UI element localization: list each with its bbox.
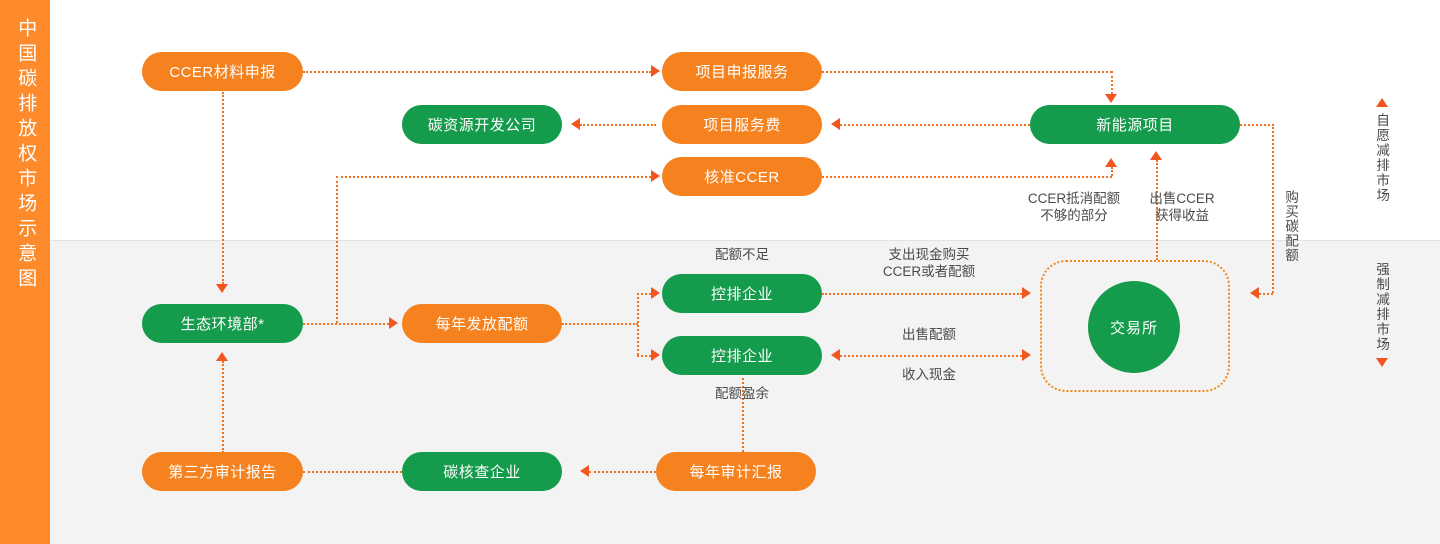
exchange-frame [1040, 260, 1230, 392]
edge-label-quota-shortage: 配额不足 [715, 247, 769, 262]
edge-label-line2: 获得收益 [1155, 208, 1209, 223]
edge-annual-audit-to-verification [589, 471, 656, 473]
arrowhead-approve-ccer [651, 170, 660, 182]
node-label: 第三方审计报告 [168, 464, 277, 481]
arrowhead-mee-bottom [216, 352, 228, 361]
mandatory-market-down-arrow [1376, 358, 1388, 367]
node-label: 每年审计汇报 [689, 464, 783, 481]
node-label: 控排企业 [710, 286, 773, 303]
node-label: 新能源项目 [1096, 117, 1174, 134]
edge-label-sell-quota: 出售配额 [902, 327, 956, 342]
edge-label-line2: 不够的部分 [1040, 208, 1108, 223]
arrowhead-new-energy-sell-ccer [1150, 151, 1162, 160]
edge-audit-report-to-verification [303, 471, 402, 473]
arrowhead-exchange-buy-quota [1250, 287, 1259, 299]
node-carbon-verification-company[interactable]: 碳核查企业 [402, 452, 562, 491]
mandatory-market-label: 强制减排市场 [1374, 262, 1390, 352]
node-label: 交易所 [1109, 319, 1158, 337]
arrowhead-carbon-dev [571, 118, 580, 130]
edge-annual-quota-to-ce2 [637, 355, 651, 357]
edge-label-buy-carbon-quota: 购买碳配额 [1283, 190, 1299, 263]
node-controlled-enterprise-1[interactable]: 控排企业 [662, 274, 822, 313]
page-title: 中国碳排放权市场示意图 [15, 18, 37, 293]
edge-label-income-cash: 收入现金 [902, 367, 956, 382]
arrowhead-ce1 [651, 287, 660, 299]
edge-ce1-to-exchange [822, 293, 1022, 295]
node-approve-ccer[interactable]: 核准CCER [662, 157, 822, 196]
node-annual-audit-report[interactable]: 每年审计汇报 [656, 452, 816, 491]
node-ccer-material[interactable]: CCER材料申报 [142, 52, 303, 91]
node-label: 项目服务费 [703, 117, 781, 134]
edge-apply-service-to-new-energy-h [822, 71, 1112, 73]
voluntary-market-up-arrow [1376, 98, 1388, 107]
node-label: 控排企业 [710, 348, 773, 365]
node-label: 核准CCER [704, 169, 780, 186]
arrowhead-new-energy-ccer-offset [1105, 158, 1117, 167]
edge-approve-ccer-to-new-energy-v [1111, 167, 1113, 176]
arrowhead-exchange-from-ce2 [1022, 349, 1031, 361]
node-label: 碳资源开发公司 [427, 117, 537, 134]
node-carbon-dev-company[interactable]: 碳资源开发公司 [402, 105, 562, 144]
title-rail: 中国碳排放权市场示意图 [0, 0, 50, 544]
edge-new-energy-to-service-fee [840, 124, 1030, 126]
edge-label-line2: CCER或者配额 [882, 264, 976, 279]
edge-label-sell-ccer: 出售CCER 获得收益 [1136, 190, 1228, 224]
edge-label-quota-surplus: 配额盈余 [715, 386, 769, 401]
edge-annual-quota-to-ce1 [637, 293, 651, 295]
edge-audit-report-to-mee-v [222, 361, 224, 453]
arrowhead-ce2 [651, 349, 660, 361]
arrowhead-annual-quota [389, 317, 398, 329]
arrowhead-mee-top [216, 284, 228, 293]
edge-new-energy-buy-quota-v [1272, 124, 1274, 293]
voluntary-market-label: 自愿减排市场 [1374, 113, 1390, 203]
node-label: CCER材料申报 [169, 64, 276, 81]
edge-rail-vertical-mid [336, 176, 338, 323]
edge-new-energy-buy-quota-h [1240, 124, 1274, 126]
arrowhead-verification-company [580, 465, 589, 477]
edge-ce2-to-annual-audit [742, 373, 744, 452]
node-mee[interactable]: 生态环境部* [142, 304, 303, 343]
edge-rail-to-approve-ccer [336, 176, 651, 178]
node-new-energy-project[interactable]: 新能源项目 [1030, 105, 1240, 144]
edge-mee-to-annual-quota [303, 323, 389, 325]
arrowhead-exchange-from-ce1 [1022, 287, 1031, 299]
node-controlled-enterprise-2[interactable]: 控排企业 [662, 336, 822, 375]
node-label: 每年发放配额 [435, 316, 529, 333]
edge-service-fee-to-carbon-dev [580, 124, 656, 126]
edge-label-spend-cash: 支出现金购买 CCER或者配额 [855, 246, 1003, 280]
node-third-party-audit-report[interactable]: 第三方审计报告 [142, 452, 303, 491]
node-exchange[interactable]: 交易所 [1088, 281, 1180, 373]
edge-ccer-to-mee-v [222, 92, 224, 284]
edge-apply-service-to-new-energy-v [1111, 71, 1113, 94]
node-label: 碳核查企业 [443, 464, 521, 481]
arrowhead-service-fee [831, 118, 840, 130]
edge-new-energy-buy-quota-h2 [1259, 293, 1273, 295]
edge-annual-quota-split-h [562, 323, 638, 325]
node-project-service-fee[interactable]: 项目服务费 [662, 105, 822, 144]
edge-ccer-to-apply-service [303, 71, 651, 73]
node-annual-quota[interactable]: 每年发放配额 [402, 304, 562, 343]
arrowhead-ce2-income [831, 349, 840, 361]
node-label: 项目申报服务 [695, 64, 789, 81]
node-project-apply-service[interactable]: 项目申报服务 [662, 52, 822, 91]
edge-annual-quota-split-v [637, 293, 639, 355]
edge-exchange-to-new-energy-sell-ccer [1156, 160, 1158, 260]
arrowhead-apply-service [651, 65, 660, 77]
edge-label-line1: CCER抵消配额 [1027, 191, 1121, 206]
edge-ce2-exchange [840, 355, 1022, 357]
node-label: 生态环境部* [180, 316, 265, 333]
edge-approve-ccer-to-new-energy-h [822, 176, 1112, 178]
edge-label-line1: 支出现金购买 [888, 247, 970, 262]
edge-label-line1: 出售CCER [1149, 191, 1215, 206]
edge-label-ccer-offset: CCER抵消配额 不够的部分 [1003, 190, 1145, 224]
arrowhead-new-energy-top [1105, 94, 1117, 103]
